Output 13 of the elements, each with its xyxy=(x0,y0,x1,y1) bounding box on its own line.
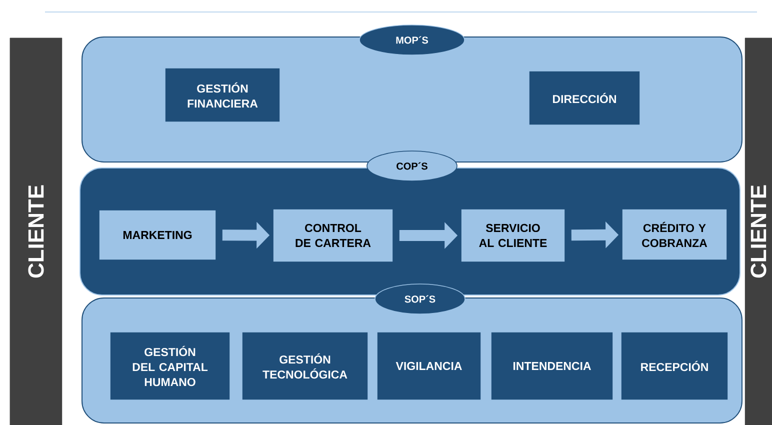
process-box: CRÉDITO Y COBRANZA xyxy=(622,208,728,260)
process-box: GESTIÓN DEL CAPITAL HUMANO xyxy=(110,332,230,400)
process-box: SERVICIO AL CLIENTE xyxy=(460,208,566,262)
side-bar: CLIENTE xyxy=(10,38,62,425)
process-box: MARKETING xyxy=(98,210,216,260)
process-box: VIGILANCIA xyxy=(376,332,482,400)
process-box: DIRECCIÓN xyxy=(528,70,640,126)
process-box: GESTIÓN TECNOLÓGICA xyxy=(242,332,368,400)
process-box: GESTIÓN FINANCIERA xyxy=(164,68,280,122)
side-bar: CLIENTE xyxy=(744,38,772,425)
process-box: RECEPCIÓN xyxy=(620,332,728,400)
process-box: INTENDENCIA xyxy=(490,332,614,400)
process-box: CONTROL DE CARTERA xyxy=(272,208,394,262)
